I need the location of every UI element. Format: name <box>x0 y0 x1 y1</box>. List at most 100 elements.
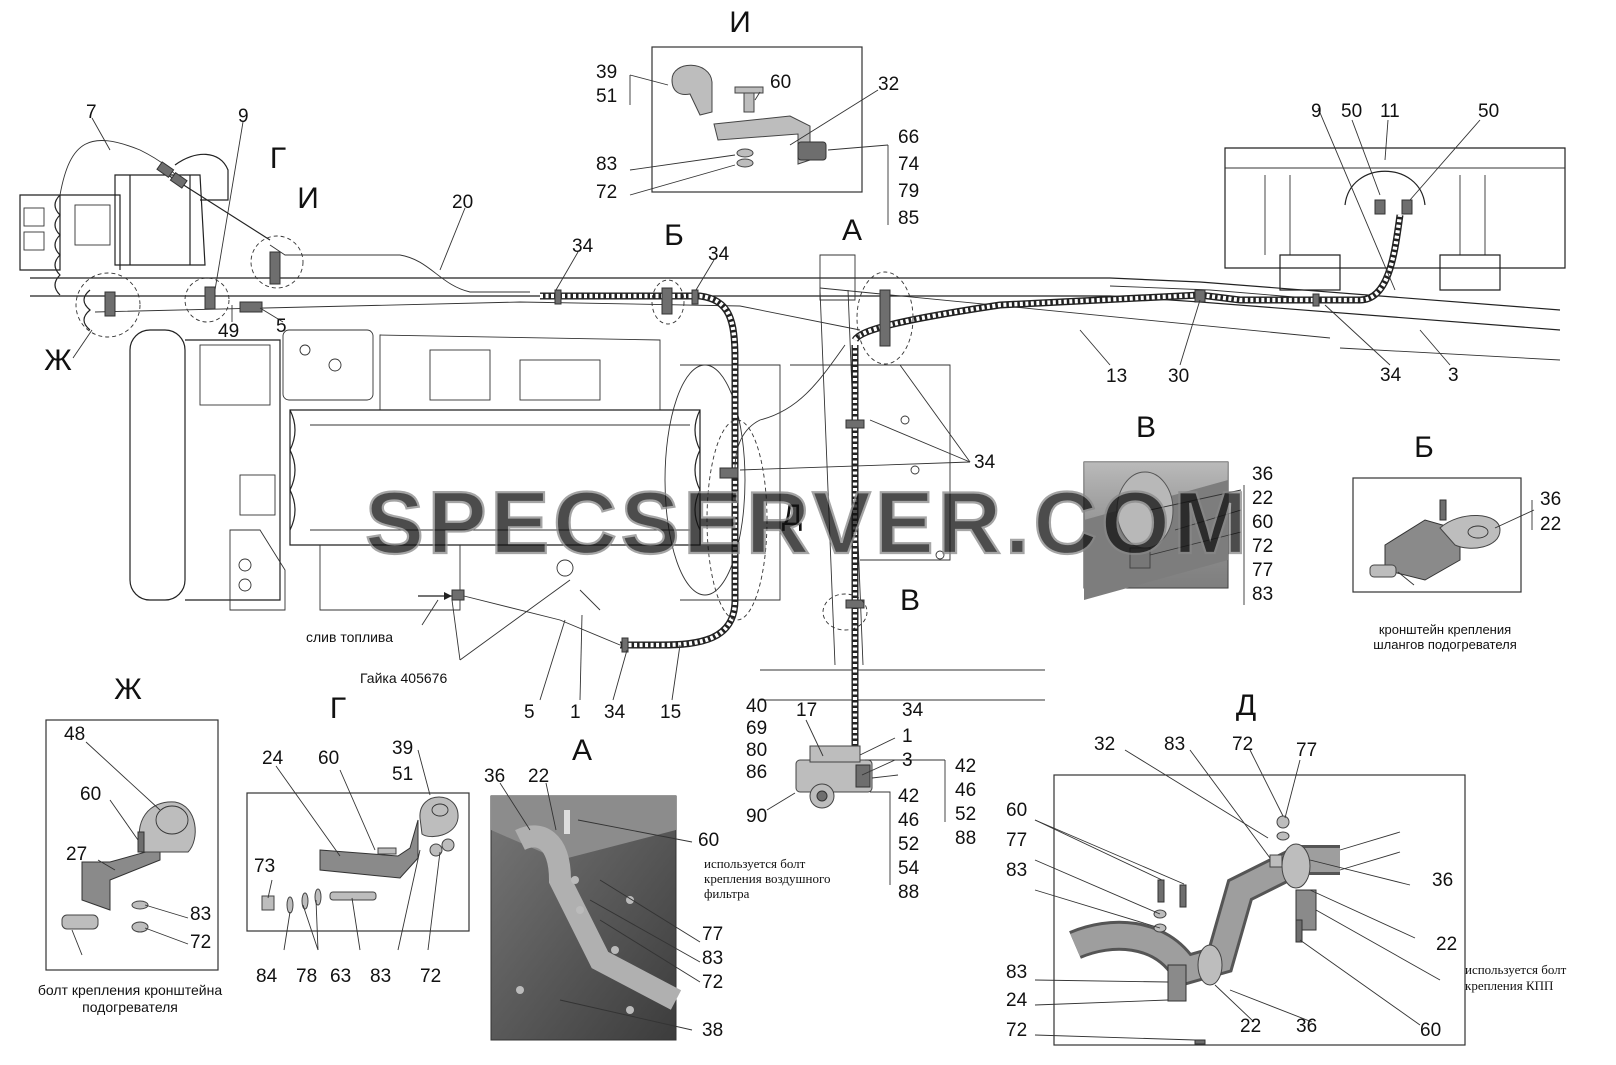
callout: 30 <box>1168 366 1189 387</box>
callout: 11 <box>1380 101 1400 122</box>
detail-V-box <box>1083 461 1229 600</box>
callout: 3 <box>902 750 913 771</box>
callout: 50 <box>1341 101 1362 122</box>
callout: 63 <box>330 966 351 987</box>
view-letter-V-detail: В <box>1136 411 1156 444</box>
callout: 83 <box>370 966 391 987</box>
callout: 32 <box>878 74 899 95</box>
callout: 51 <box>596 86 617 107</box>
callout: 36 <box>1296 1016 1317 1037</box>
callout: 46 <box>898 810 919 831</box>
caption-fuel-drain: слив топлива <box>306 629 393 645</box>
callout: 9 <box>238 106 249 127</box>
callout: 72 <box>1006 1020 1027 1041</box>
callout: 72 <box>596 182 617 203</box>
view-letter-V-main: В <box>900 584 920 617</box>
callout: 77 <box>1252 560 1273 581</box>
caption-kpp-bolt: используется болт крепления КПП <box>1465 962 1566 993</box>
callout: 36 <box>484 766 505 787</box>
detail-I-box <box>651 46 863 193</box>
callout: 72 <box>1232 734 1253 755</box>
callout: 9 <box>1311 101 1322 122</box>
callout: 60 <box>1006 800 1027 821</box>
callout: 83 <box>1006 860 1027 881</box>
callout: 86 <box>746 762 767 783</box>
callout: 13 <box>1106 366 1127 387</box>
callout: 34 <box>604 702 626 723</box>
callout: 1 <box>570 702 581 723</box>
callout: 15 <box>660 702 681 723</box>
callout: 34 <box>572 236 594 257</box>
callout: 83 <box>1252 584 1273 605</box>
callout: 78 <box>296 966 317 987</box>
view-letter-G-main: Г <box>270 142 286 175</box>
callout: 69 <box>746 718 767 739</box>
callout: 34 <box>974 452 996 473</box>
callout-numbers: 7 9 20 34 34 49 5 9 50 11 50 13 30 34 3 … <box>64 62 1561 1041</box>
view-letter-B-detail: Б <box>1414 431 1434 464</box>
view-letter-A-detail: А <box>572 734 592 767</box>
callout: 5 <box>276 316 287 337</box>
callout: 50 <box>1478 101 1499 122</box>
callout: 84 <box>256 966 278 987</box>
callout: 72 <box>420 966 441 987</box>
watermark: SPECSERVER.COM <box>365 473 1251 572</box>
heater-unit <box>795 745 873 809</box>
callout: 83 <box>702 948 723 969</box>
view-letter-I-main: И <box>297 182 319 215</box>
view-letter-B-main: Б <box>664 219 684 252</box>
view-letter-D-main: Д <box>782 499 802 532</box>
callout: 22 <box>1240 1016 1261 1037</box>
callout: 52 <box>955 804 976 825</box>
callout: 72 <box>1252 536 1273 557</box>
callout: 77 <box>1006 830 1027 851</box>
callout: 36 <box>1252 464 1273 485</box>
view-letter-D-detail: Д <box>1236 689 1256 722</box>
callout: 40 <box>746 696 767 717</box>
detail-D-box <box>1053 774 1466 1046</box>
leader-lines <box>71 74 1535 1041</box>
callout: 74 <box>898 154 920 175</box>
callout: 49 <box>218 321 239 342</box>
callout: 73 <box>254 856 275 877</box>
callout: 5 <box>524 702 535 723</box>
detail-B-box <box>1352 477 1522 593</box>
callout: 88 <box>955 828 976 849</box>
callout: 38 <box>702 1020 723 1041</box>
callout: 3 <box>1448 365 1459 386</box>
callout: 48 <box>64 724 85 745</box>
callout: 85 <box>898 208 919 229</box>
callout: 36 <box>1540 489 1561 510</box>
callout: 24 <box>262 748 284 769</box>
callout: 42 <box>955 756 976 777</box>
callout: 17 <box>796 700 817 721</box>
view-letters: И Г И Б А Ж Д В В Б Ж Г А Д <box>44 6 1434 767</box>
callout: 83 <box>596 154 617 175</box>
callout: 77 <box>1296 740 1317 761</box>
captions: слив топлива Гайка 405676 кронштейн креп… <box>38 622 1566 1015</box>
callout: 80 <box>746 740 767 761</box>
callout: 52 <box>898 834 919 855</box>
callout: 83 <box>190 904 211 925</box>
caption-heater-hose-bracket: кронштейн крепления шлангов подогревател… <box>1373 622 1517 652</box>
callout: 24 <box>1006 990 1028 1011</box>
callout: 42 <box>898 786 919 807</box>
callout: 20 <box>452 192 473 213</box>
callout: 34 <box>708 244 730 265</box>
view-letter-Zh-detail: Ж <box>114 673 142 706</box>
callout: 60 <box>80 784 101 805</box>
view-letter-Zh-main: Ж <box>44 344 72 377</box>
callout: 39 <box>596 62 617 83</box>
callout: 7 <box>86 102 97 123</box>
callout: 54 <box>898 858 920 879</box>
callout: 66 <box>898 127 919 148</box>
callout: 51 <box>392 764 413 785</box>
callout: 77 <box>702 924 723 945</box>
callout: 39 <box>392 738 413 759</box>
callout: 88 <box>898 882 919 903</box>
detail-A-box <box>490 795 682 1041</box>
callout: 60 <box>318 748 339 769</box>
main-assembly <box>19 140 1566 809</box>
callout: 22 <box>528 766 549 787</box>
